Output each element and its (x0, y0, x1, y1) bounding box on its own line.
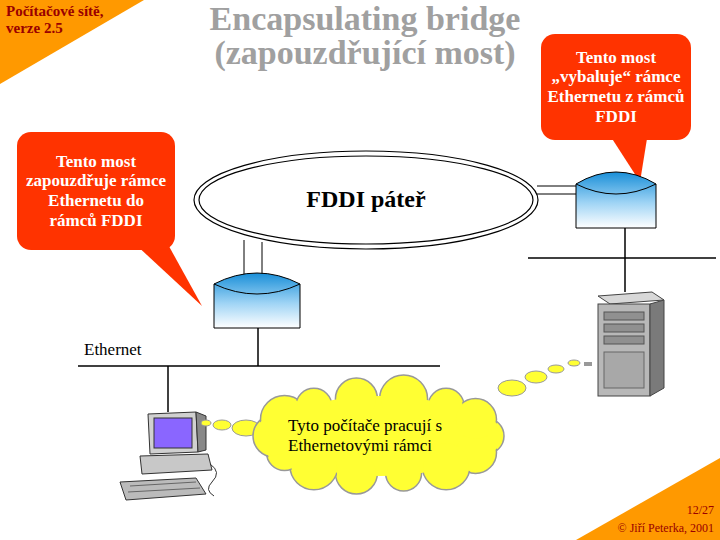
node-text: 12/27 (687, 504, 714, 518)
cloud-bump-fill (337, 454, 376, 493)
series-corner: Počítačové sítě, verze 2.5 (0, 0, 150, 84)
corner-triangle (576, 458, 720, 540)
bridge-icon (214, 273, 300, 328)
cloud-bump-fill (456, 400, 495, 439)
slide-title: Encapsulating bridge (zapouzdřující most… (150, 2, 580, 70)
node-text: Tento most zapouzdřuje rámce Ethernetu d… (23, 152, 169, 230)
page-corner: 12/27 © Jiří Peterka, 2001 (570, 458, 720, 540)
cloud-bump-fill (337, 379, 376, 418)
fddi-ring: FDDI páteř (193, 150, 539, 250)
node-text: Tento most „vybaluje“ rámce Ethernetu z … (547, 48, 685, 126)
cloud-bump-fill (387, 457, 420, 490)
node-text: Tyto počítače pracují s Ethernetovými rá… (288, 416, 484, 455)
segment-label: Ethernet (84, 340, 142, 360)
node-text: © Jiří Peterka, 2001 (618, 522, 714, 536)
ethernet-wire (528, 228, 716, 292)
corner-triangle (0, 0, 144, 84)
cloud-bump-fill (381, 376, 426, 421)
pc-icon (120, 412, 217, 500)
thought-cloud: Tyto počítače pracují s Ethernetovými rá… (256, 384, 504, 488)
node-text: Počítačové sítě, verze 2.5 (6, 3, 124, 38)
bridge-icon (576, 172, 656, 228)
callout-box: Tento most zapouzdřuje rámce Ethernetu d… (17, 132, 175, 250)
ring-outer (194, 151, 538, 249)
callout-box: Tento most „vybaluje“ rámce Ethernetu z … (541, 34, 691, 140)
server-icon (570, 292, 664, 396)
node-text: FDDI páteř (306, 186, 425, 214)
ring-inner (199, 156, 533, 244)
